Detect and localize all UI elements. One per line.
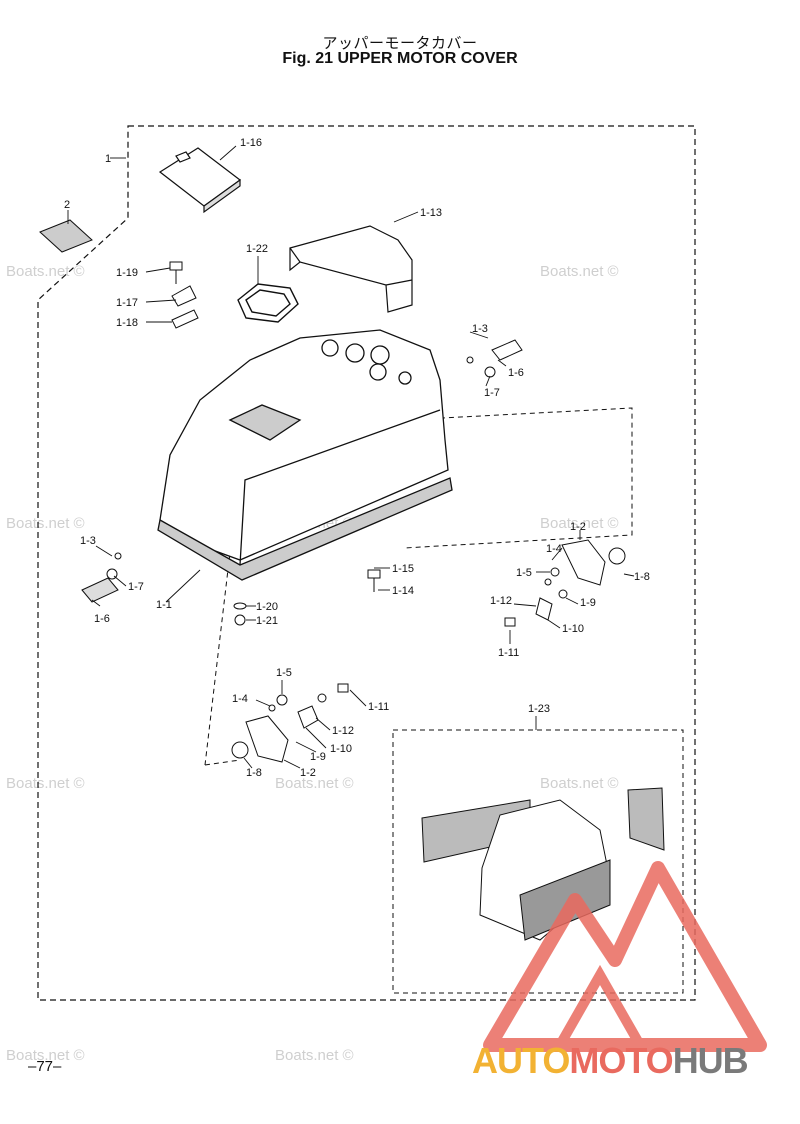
right-latch-bracket-parts [504, 539, 626, 627]
brand-part-auto: AUTO [472, 1040, 570, 1081]
label-part-1-15: 1-15 [392, 563, 414, 575]
watermark: Boats.net © [6, 263, 85, 280]
fastener-group [169, 261, 199, 329]
label-part-1-9: 1-9 [310, 751, 326, 763]
watermark: Boats.net © [275, 775, 354, 792]
watermark: Boats.net © [540, 263, 619, 280]
label-part-1-2: 1-2 [570, 521, 586, 533]
label-part-1-17: 1-17 [116, 297, 138, 309]
label-part-1-5: 1-5 [276, 667, 292, 679]
center-bolt-part [367, 569, 381, 592]
label-part-1-21: 1-21 [256, 615, 278, 627]
label-part-1-23: 1-23 [528, 703, 550, 715]
label-part-1-12: 1-12 [332, 725, 354, 737]
label-part-1-6: 1-6 [508, 367, 524, 379]
watermark: Boats.net © [6, 775, 85, 792]
label-part-1-7: 1-7 [128, 581, 144, 593]
label-decal-part [39, 219, 93, 253]
brand-wordmark: AUTOMOTOHUB [472, 1040, 749, 1082]
watermark: Boats.net © [540, 515, 619, 532]
label-part-1-6: 1-6 [94, 613, 110, 625]
label-part-1-16: 1-16 [240, 137, 262, 149]
part-labels: 1 2 1-16 1-13 1-22 1-19 1-17 1-18 1-3 1-… [64, 137, 650, 779]
watermark-group: Boats.net © Boats.net © Boats.net © Boat… [6, 263, 619, 1064]
label-part-1-2: 1-2 [300, 767, 316, 779]
label-part-1-8: 1-8 [246, 767, 262, 779]
watermark: Boats.net © [540, 775, 619, 792]
leader-lines [67, 145, 635, 769]
label-part-1-22: 1-22 [246, 243, 268, 255]
label-part-1: 1 [105, 153, 111, 165]
washer-nut-part [233, 602, 247, 626]
page-number: –77– [28, 1058, 62, 1075]
lower-latch-bracket-parts [231, 683, 349, 763]
label-part-1-10: 1-10 [330, 743, 352, 755]
label-part-1-10: 1-10 [562, 623, 584, 635]
decal-set-box [392, 729, 684, 994]
brand-logo-icon [483, 861, 767, 1052]
brand-part-moto: MOTO [569, 1040, 673, 1081]
top-plate-part [158, 147, 242, 214]
lower-latch-bracket-outline [204, 509, 241, 766]
label-part-1-7: 1-7 [484, 387, 500, 399]
label-part-1-20: 1-20 [256, 601, 278, 613]
brand-part-hub: HUB [672, 1040, 749, 1081]
air-intake-seal-part [237, 283, 299, 323]
label-part-1-5: 1-5 [516, 567, 532, 579]
label-part-1-19: 1-19 [116, 267, 138, 279]
label-part-1-3: 1-3 [472, 323, 488, 335]
label-part-1-11: 1-11 [498, 647, 519, 659]
label-part-1-14: 1-14 [392, 585, 414, 597]
title-japanese: アッパーモータカバー [322, 34, 478, 52]
label-part-1-8: 1-8 [634, 571, 650, 583]
right-latch-bracket-outline [403, 407, 633, 549]
label-part-1-12: 1-12 [490, 595, 512, 607]
figure-title: Fig. 21 UPPER MOTOR COVER [282, 50, 518, 67]
label-part-1-13: 1-13 [420, 207, 442, 219]
watermark: Boats.net © [6, 1047, 85, 1064]
watermark: Boats.net © [275, 1047, 354, 1064]
upper-right-latch-parts [466, 339, 523, 378]
upper-motor-cover-body [157, 329, 453, 581]
label-part-2: 2 [64, 199, 70, 211]
label-part-1-4: 1-4 [546, 543, 562, 555]
label-part-1-3: 1-3 [80, 535, 96, 547]
label-part-1-1: 1-1 [156, 599, 172, 611]
top-cap-part [289, 225, 413, 313]
label-part-1-11: 1-11 [368, 701, 389, 713]
label-part-1-4: 1-4 [232, 693, 248, 705]
label-part-1-9: 1-9 [580, 597, 596, 609]
watermark: Boats.net © [6, 515, 85, 532]
label-part-1-18: 1-18 [116, 317, 138, 329]
